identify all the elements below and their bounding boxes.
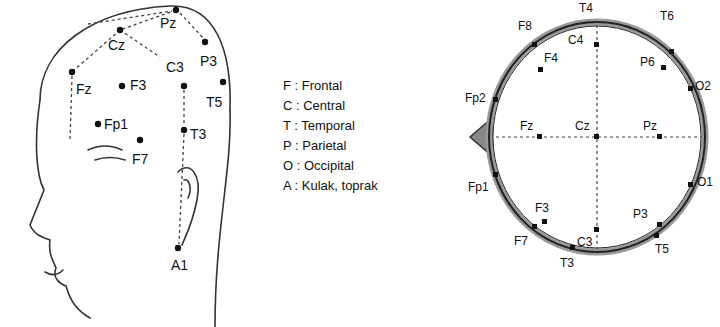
electrode-label: C3 <box>577 236 592 248</box>
electrode-label: F8 <box>518 20 532 32</box>
electrode-squares <box>493 42 693 250</box>
electrode-label: P3 <box>200 54 217 68</box>
electrode-label: Fz <box>76 82 92 96</box>
head-profile <box>30 6 230 327</box>
electrode-label: T5 <box>206 95 222 109</box>
electrode-label: O2 <box>695 80 711 92</box>
electrode-label: Pz <box>643 120 657 132</box>
electrode-label: T5 <box>655 243 669 255</box>
electrode-guide-lines <box>70 10 205 244</box>
legend-text: C : Central <box>283 99 345 112</box>
electrode-dots <box>69 7 226 251</box>
legend-text: A : Kulak, toprak <box>283 179 378 192</box>
electrode-label: Fp1 <box>468 181 489 193</box>
electrode-label: F4 <box>544 52 558 64</box>
electrode-label: Fz <box>520 120 533 132</box>
electrode-label: Cz <box>108 38 125 52</box>
legend-text: F : Frontal <box>283 79 342 92</box>
electrode-label: F3 <box>535 202 549 214</box>
electrode-label: F7 <box>514 235 528 247</box>
legend-text: T : Temporal <box>283 119 355 132</box>
electrode-label: T3 <box>190 127 206 141</box>
electrode-label: Pz <box>160 16 176 30</box>
electrode-label: Fp1 <box>104 117 128 131</box>
electrode-label: Cz <box>575 120 590 132</box>
electrode-label: T6 <box>660 10 674 22</box>
electrode-label: T4 <box>579 2 593 14</box>
electrode-label: Fp2 <box>465 92 486 104</box>
electrode-label: P6 <box>640 56 655 68</box>
electrode-label: C3 <box>166 60 184 74</box>
electrode-label: F7 <box>132 152 148 166</box>
electrode-label: C4 <box>568 34 583 46</box>
electrode-label: T3 <box>560 257 574 269</box>
midlines <box>496 25 702 249</box>
head-top-view <box>470 22 705 252</box>
electrode-label: P3 <box>633 208 648 220</box>
electrode-label: A1 <box>171 258 188 272</box>
legend-text: O : Occipital <box>283 159 354 172</box>
electrode-label: O1 <box>697 176 713 188</box>
legend-text: P : Parietal <box>283 139 346 152</box>
electrode-label: F3 <box>130 78 146 92</box>
